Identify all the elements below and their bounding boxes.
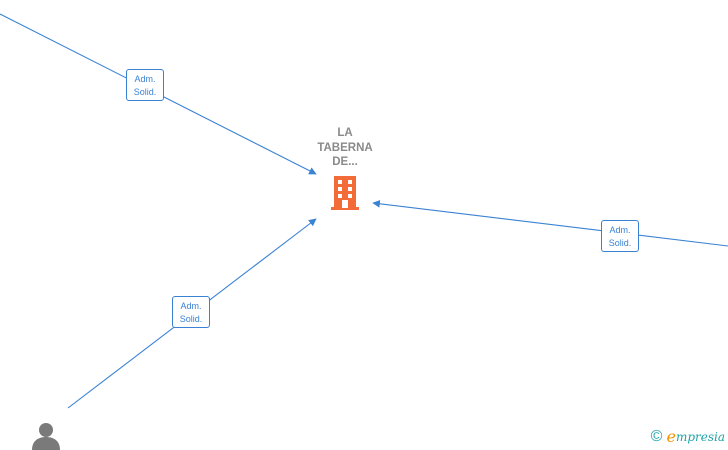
edge-label-right[interactable]: Adm. Solid. xyxy=(601,220,639,252)
edge-label-role: Adm. xyxy=(180,301,202,311)
edge-label-role: Solid. xyxy=(133,87,157,97)
brand-watermark: © e mpresia xyxy=(651,428,725,446)
brand-logo-e: e xyxy=(666,427,676,446)
company-node[interactable]: LA TABERNA DE... xyxy=(305,126,385,210)
company-name-line: DE... xyxy=(332,156,358,168)
edge-label-role: Solid. xyxy=(608,238,632,248)
copyright-symbol: © xyxy=(650,428,663,445)
edge-label-role: Adm. xyxy=(134,74,156,84)
edge-label-role: Adm. xyxy=(609,225,631,235)
company-name-line: TABERNA xyxy=(317,141,373,154)
edge-label-top-left[interactable]: Adm. Solid. xyxy=(126,69,164,101)
company-name: LA TABERNA DE... xyxy=(305,126,385,170)
person-icon[interactable] xyxy=(30,420,62,450)
edge-line-right xyxy=(372,200,728,247)
edge-label-role: Solid. xyxy=(179,314,203,324)
company-name-line: LA xyxy=(337,127,353,139)
brand-logo-text: mpresia xyxy=(675,430,725,444)
edge-label-bottom-left[interactable]: Adm. Solid. xyxy=(172,296,210,328)
building-icon xyxy=(331,175,359,210)
